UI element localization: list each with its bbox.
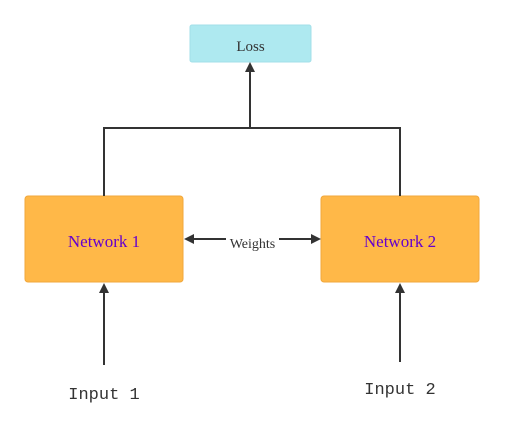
network-2-label: Network 2 <box>364 232 436 251</box>
weights-link: Weights <box>184 234 321 252</box>
network-1-label: Network 1 <box>68 232 140 251</box>
network-2-node: Network 2 <box>320 195 480 283</box>
input-2-label: Input 2 <box>364 381 435 400</box>
loss-label: Loss <box>236 39 265 55</box>
loss-node: Loss <box>189 24 312 63</box>
input-1-label: Input 1 <box>68 386 139 405</box>
network-1-node: Network 1 <box>24 195 184 283</box>
merge-connector <box>103 62 401 196</box>
weights-label: Weights <box>230 237 276 252</box>
